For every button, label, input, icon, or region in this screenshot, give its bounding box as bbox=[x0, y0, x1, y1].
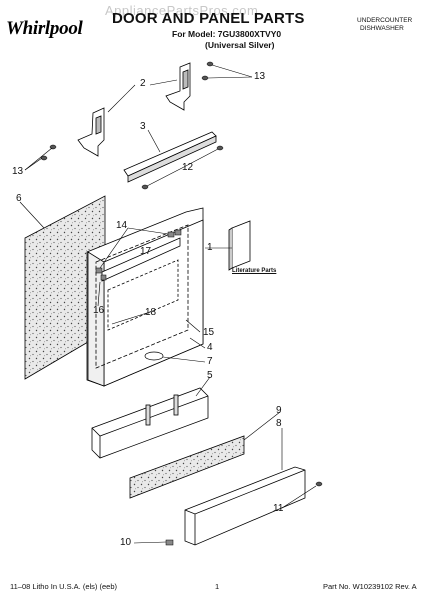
screws-13-left bbox=[40, 144, 57, 161]
variant-line: (Universal Silver) bbox=[205, 40, 275, 50]
callout-13-left: 13 bbox=[12, 166, 24, 177]
literature-parts-label: Literature Parts bbox=[232, 268, 277, 274]
callout-10: 10 bbox=[120, 537, 132, 548]
callout-18: 18 bbox=[145, 307, 157, 318]
model-line: For Model: 7GU3800XTVY0 bbox=[172, 29, 282, 39]
gasket-15 bbox=[95, 224, 189, 369]
watermark: AppliancePartsPros.com bbox=[105, 3, 259, 18]
category-line-1: UNDERCOUNTER bbox=[357, 17, 413, 24]
clips bbox=[95, 229, 182, 281]
callout-9: 9 bbox=[276, 405, 282, 416]
callout-16: 16 bbox=[93, 305, 105, 316]
foam-pad-9 bbox=[129, 435, 245, 499]
callout-7: 7 bbox=[207, 356, 213, 367]
literature-booklet-1 bbox=[228, 220, 251, 271]
callout-13-right: 13 bbox=[254, 71, 266, 82]
category-line-2: DISHWASHER bbox=[360, 25, 404, 32]
callout-8: 8 bbox=[276, 418, 282, 429]
footer-litho: 11–08 Litho In U.S.A. (els) (eeb) bbox=[10, 582, 117, 591]
page-title: DOOR AND PANEL PARTS bbox=[112, 10, 305, 27]
kickplate-bracket-5 bbox=[91, 387, 209, 459]
callout-14: 14 bbox=[116, 220, 128, 231]
footer-part-number: Part No. W10239102 Rev. A bbox=[323, 582, 417, 591]
footer-page-number: 1 bbox=[215, 582, 220, 591]
leader-lines bbox=[19, 64, 317, 544]
callout-17: 17 bbox=[140, 246, 152, 257]
callout-6: 6 bbox=[16, 193, 22, 204]
screws-13-right bbox=[201, 61, 214, 81]
screws-12 bbox=[141, 145, 224, 190]
kick-panel-8 bbox=[184, 466, 306, 546]
callout-15: 15 bbox=[203, 327, 215, 338]
door-rail-3 bbox=[123, 131, 217, 183]
emblem-7 bbox=[144, 351, 164, 361]
callout-4: 4 bbox=[207, 342, 213, 353]
brand-logo: Whirlpool bbox=[6, 18, 83, 39]
callout-1: 1 bbox=[207, 242, 213, 253]
callout-2: 2 bbox=[140, 78, 146, 89]
callout-11: 11 bbox=[273, 503, 284, 514]
clip-10 bbox=[165, 539, 174, 546]
screw-11 bbox=[315, 481, 323, 487]
hinge-bracket-left bbox=[77, 107, 105, 157]
callout-12: 12 bbox=[182, 162, 194, 173]
callout-3: 3 bbox=[140, 121, 146, 132]
callout-5: 5 bbox=[207, 370, 213, 381]
hinge-bracket-right bbox=[165, 62, 191, 111]
